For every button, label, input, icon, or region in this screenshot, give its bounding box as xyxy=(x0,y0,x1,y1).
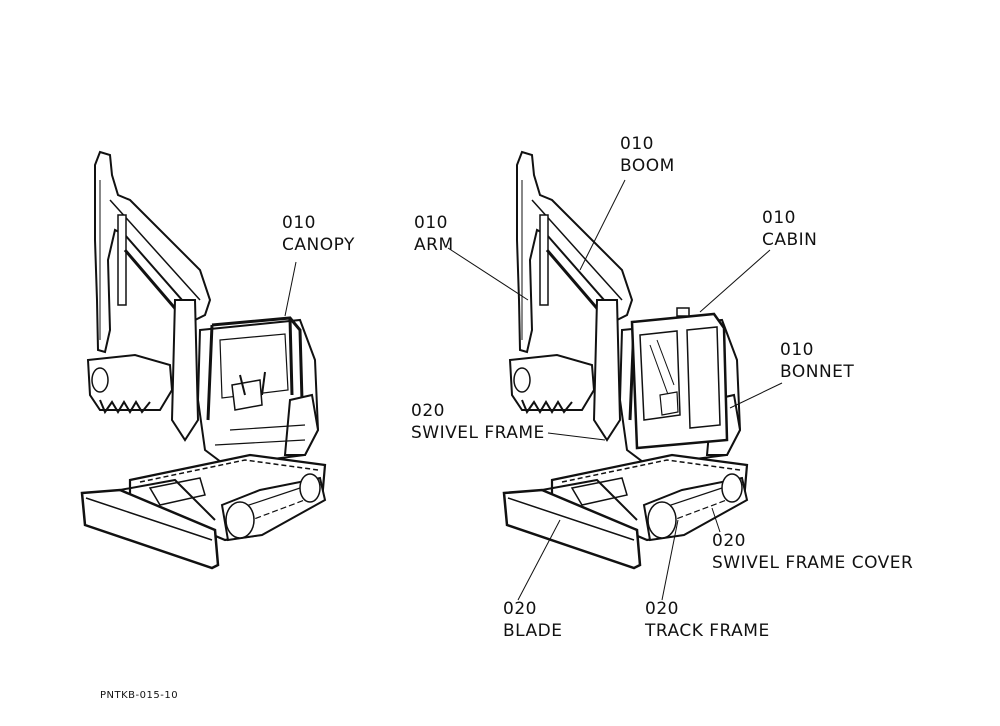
leader-bonnet xyxy=(729,382,783,409)
label-boom-name: BOOM xyxy=(620,156,675,176)
label-track-frame-code: 020 xyxy=(645,599,679,619)
label-arm-name: ARM xyxy=(414,235,454,255)
leader-swivel-frame xyxy=(547,432,606,441)
excavator-cabin-drawing xyxy=(502,150,749,570)
leader-swivel-frame-cover xyxy=(711,507,721,533)
label-swivel-frame: 020 SWIVEL FRAME xyxy=(411,400,545,444)
label-cabin-name: CABIN xyxy=(762,230,818,250)
label-swivel-frame-cover-name: SWIVEL FRAME COVER xyxy=(712,553,914,573)
label-blade: 020 BLADE xyxy=(503,598,563,642)
label-arm-code: 010 xyxy=(414,213,448,233)
label-canopy-name: CANOPY xyxy=(282,235,355,255)
label-bonnet-code: 010 xyxy=(780,340,814,360)
label-swivel-frame-code: 020 xyxy=(411,401,445,421)
label-boom: 010 BOOM xyxy=(620,133,675,177)
label-swivel-frame-cover-code: 020 xyxy=(712,531,746,551)
leader-canopy xyxy=(284,261,297,317)
label-track-frame-name: TRACK FRAME xyxy=(645,621,770,641)
label-blade-code: 020 xyxy=(503,599,537,619)
label-swivel-frame-name: SWIVEL FRAME xyxy=(411,423,545,443)
label-canopy-code: 010 xyxy=(282,213,316,233)
label-boom-code: 010 xyxy=(620,134,654,154)
figure-code: PNTKB-015-10 xyxy=(100,690,179,701)
label-swivel-frame-cover: 020 SWIVEL FRAME COVER xyxy=(712,530,913,574)
label-bonnet-name: BONNET xyxy=(780,362,855,382)
label-bonnet: 010 BONNET xyxy=(780,339,854,383)
leader-blade xyxy=(517,519,561,601)
label-cabin-code: 010 xyxy=(762,208,796,228)
label-blade-name: BLADE xyxy=(503,621,563,641)
leader-cabin xyxy=(699,249,771,313)
label-canopy: 010 CANOPY xyxy=(282,212,355,256)
leader-boom xyxy=(579,179,626,271)
leader-arm xyxy=(447,247,529,301)
label-track-frame: 020 TRACK FRAME xyxy=(645,598,770,642)
label-arm: 010 ARM xyxy=(414,212,454,256)
leader-track-frame xyxy=(661,519,679,601)
label-cabin: 010 CABIN xyxy=(762,207,817,251)
